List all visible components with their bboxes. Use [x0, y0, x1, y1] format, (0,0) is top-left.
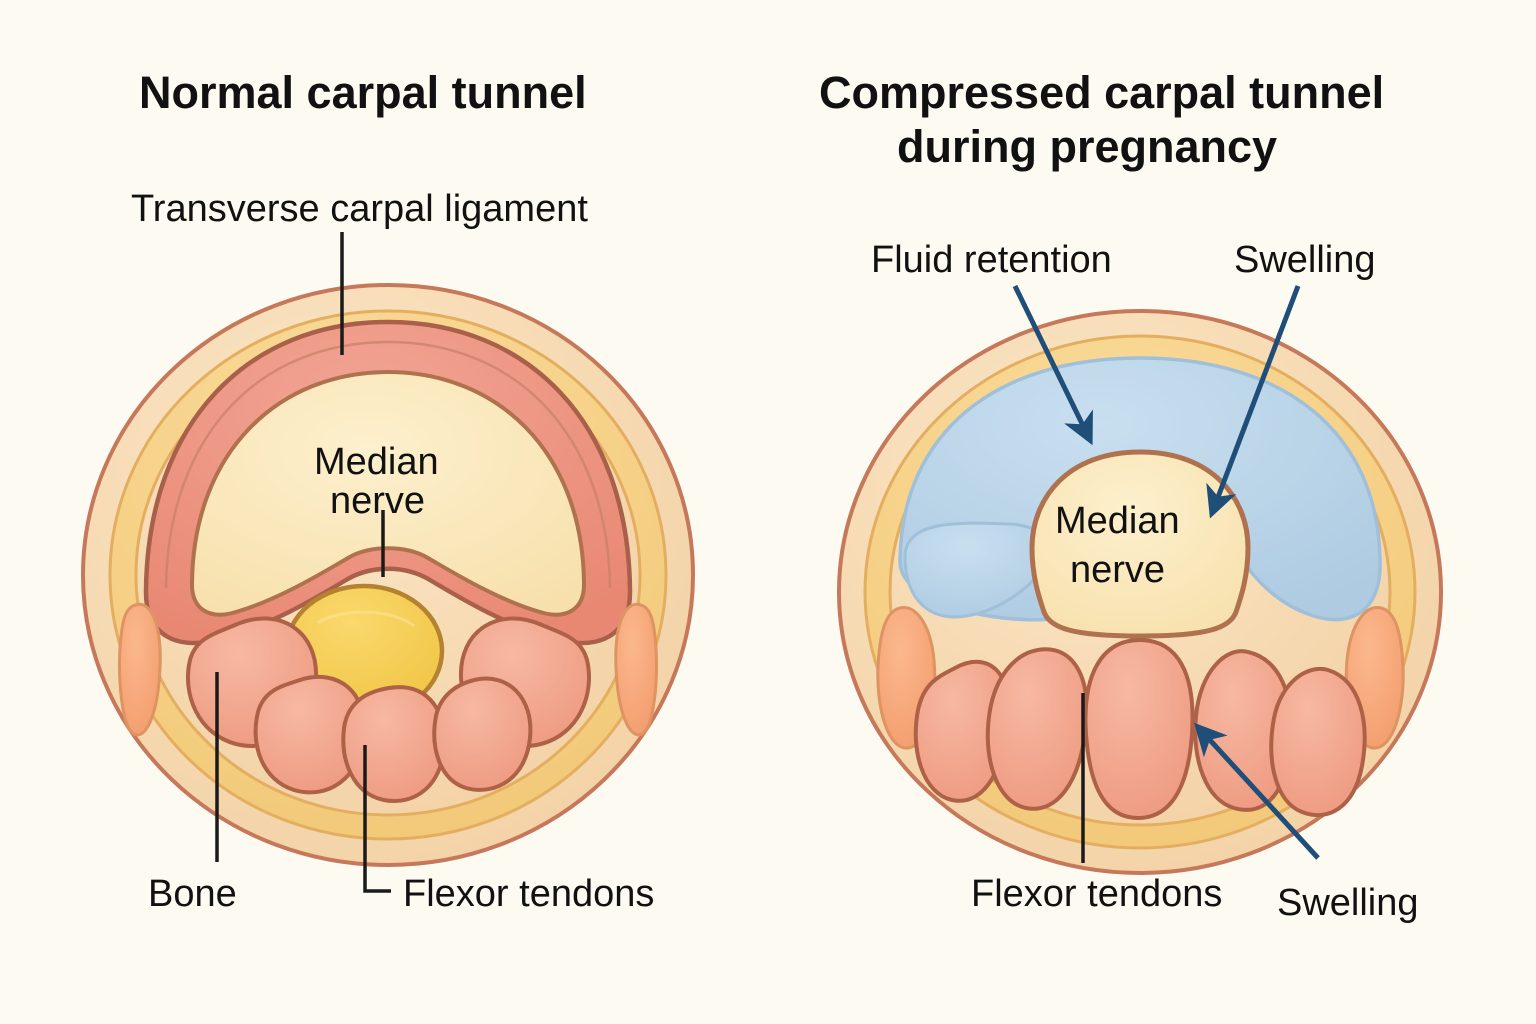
lateral-tendon-sliver-right: [614, 602, 658, 737]
carpal-tunnel-space: [189, 369, 587, 617]
arrow-swelling-bottom: [1194, 722, 1320, 860]
label-transverse-carpal-ligament: Transverse carpal ligament: [131, 188, 588, 230]
label-swelling-bottom: Swelling: [1277, 882, 1419, 924]
compressed-median-nerve: [1029, 449, 1251, 639]
label-median-nerve-line2: nerve: [330, 480, 425, 522]
panel-normal: Normal carpal tunnel Transverse carpal l…: [81, 67, 695, 915]
label-fluid-retention: Fluid retention: [871, 239, 1112, 281]
flexor-tendon-center: [341, 685, 447, 803]
label-median-nerve-compressed-line2: nerve: [1070, 549, 1165, 591]
flexor-tendon-right-inner: [432, 676, 533, 792]
lateral-tendon-sliver-left: [118, 602, 162, 737]
label-swelling-top: Swelling: [1234, 239, 1376, 281]
swollen-flexor-tendon-2: [985, 647, 1089, 811]
flexor-tendon-left-inner: [253, 674, 367, 795]
swollen-flexor-tendon-5: [1269, 666, 1367, 818]
bone-inner-highlight: [317, 610, 415, 628]
label-median-nerve-line1: Median: [314, 441, 439, 483]
panel-compressed-title-line1: Compressed carpal tunnel: [819, 67, 1384, 118]
panel-compressed: Compressed carpal tunnel during pregnanc…: [819, 67, 1443, 924]
leader-line-flexor-tendons: [363, 745, 391, 893]
arrow-fluid-retention: [1012, 284, 1093, 446]
panel-compressed-title-line2: during pregnancy: [897, 121, 1277, 172]
ligament-inner-fiber-line: [164, 340, 612, 589]
label-flexor-tendons: Flexor tendons: [403, 873, 654, 915]
swollen-flexor-tendon-3: [1083, 637, 1195, 821]
panel-normal-title: Normal carpal tunnel: [139, 67, 587, 118]
label-median-nerve-compressed-line1: Median: [1055, 500, 1180, 542]
arrow-swelling-top: [1206, 285, 1301, 519]
label-bone: Bone: [148, 873, 237, 915]
label-flexor-tendons-compressed: Flexor tendons: [971, 873, 1222, 915]
